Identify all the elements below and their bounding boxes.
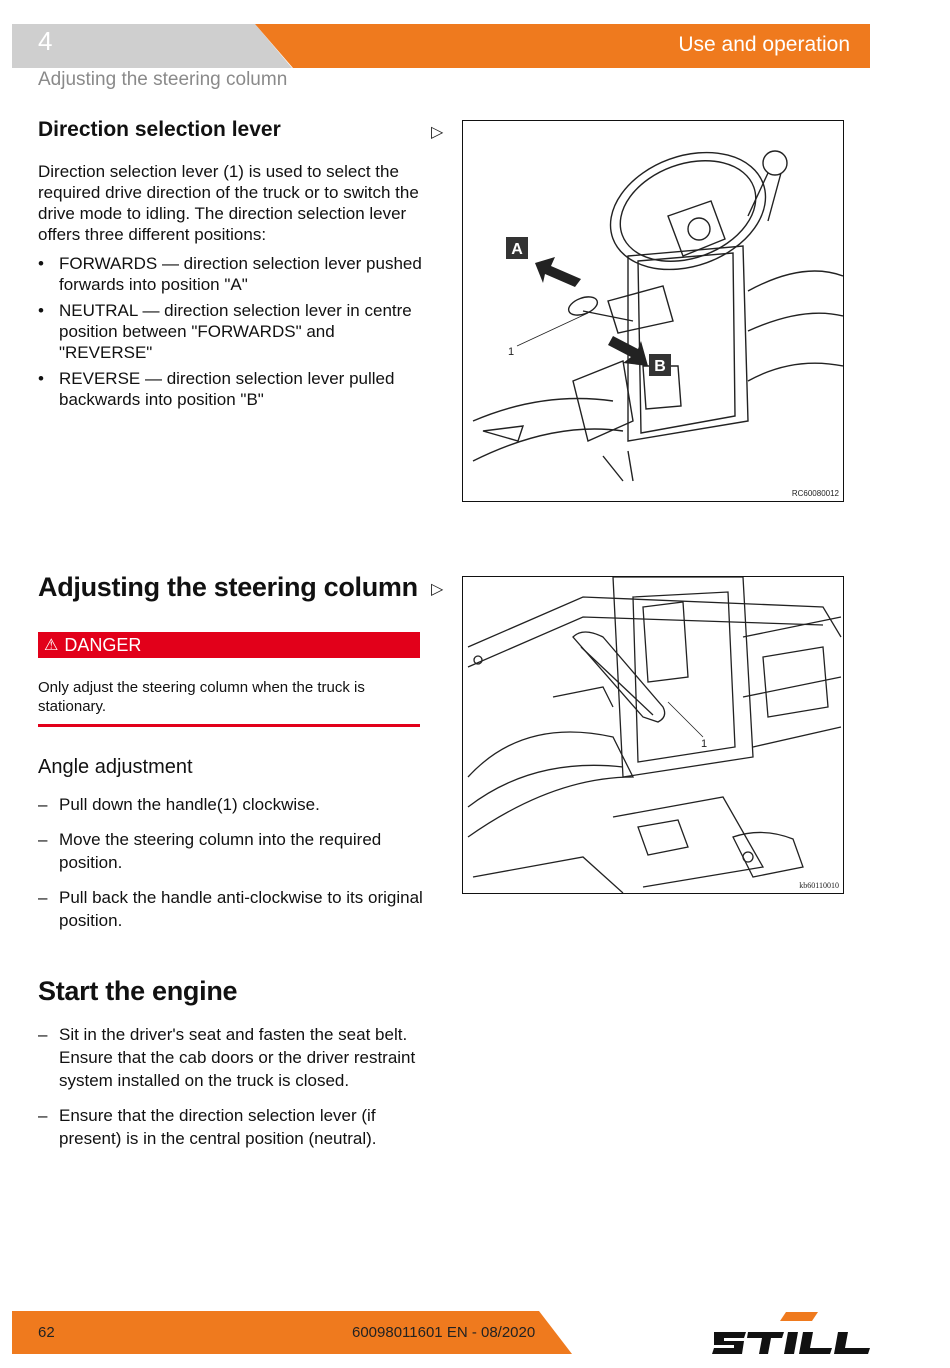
position-term: REVERSE <box>59 369 141 388</box>
figure-direction-lever: A B 1 RC60080012 <box>462 120 844 502</box>
still-logo <box>712 1310 872 1358</box>
running-subtitle: Adjusting the steering column <box>38 69 288 90</box>
lever-callout-number: 1 <box>508 346 514 358</box>
position-b-marker <box>649 354 671 376</box>
position-b-label: B <box>654 358 666 375</box>
steering-column-illustration: 1 <box>467 577 842 893</box>
danger-label: DANGER <box>64 634 142 655</box>
warning-icon: ⚠ <box>44 637 59 654</box>
list-item: –Ensure that the direction selection lev… <box>38 1106 377 1148</box>
list-item: •NEUTRAL — direction selection lever in … <box>38 301 412 362</box>
position-term: FORWARDS <box>59 254 158 273</box>
section-title-start-engine: Start the engine <box>38 976 238 1006</box>
section-title-steering-column: Adjusting the steering column <box>38 572 418 602</box>
still-logo-icon <box>712 1312 870 1354</box>
list-item: •REVERSE — direction selection lever pul… <box>38 369 395 409</box>
position-a-marker <box>506 237 528 259</box>
direction-positions-list: •FORWARDS — direction selection lever pu… <box>38 253 423 415</box>
list-item: –Move the steering column into the requi… <box>38 830 382 872</box>
angle-adjustment-steps: –Pull down the handle(1) clockwise. –Mov… <box>38 793 423 944</box>
document-code: 60098011601 EN - 08/2020 <box>352 1324 536 1341</box>
direction-lever-intro: Direction selection lever (1) is used to… <box>38 162 419 244</box>
figure-code: RC60080012 <box>791 489 839 498</box>
footer-bar <box>12 1311 572 1354</box>
page-number: 62 <box>38 1324 55 1341</box>
position-term: NEUTRAL <box>59 301 138 320</box>
list-item: –Pull down the handle(1) clockwise. <box>38 795 320 814</box>
position-a-label: A <box>511 241 523 258</box>
list-item: •FORWARDS — direction selection lever pu… <box>38 254 422 294</box>
danger-message: Only adjust the steering column when the… <box>38 679 365 715</box>
start-engine-steps: –Sit in the driver's seat and fasten the… <box>38 1023 423 1162</box>
figure-steering-column: 1 kb60110010 <box>462 576 844 894</box>
subheading-angle-adjustment: Angle adjustment <box>38 756 193 778</box>
handle-callout-number: 1 <box>701 738 707 750</box>
header-title-bar <box>255 24 870 68</box>
figure-pointer-icon: ▷ <box>431 581 444 598</box>
figure-pointer-icon: ▷ <box>431 124 444 141</box>
danger-banner: ⚠ DANGER <box>38 632 420 658</box>
list-item: –Pull back the handle anti-clockwise to … <box>38 888 423 930</box>
chapter-title: Use and operation <box>678 33 850 56</box>
list-item: –Sit in the driver's seat and fasten the… <box>38 1025 416 1090</box>
direction-lever-illustration: A B 1 <box>472 150 843 482</box>
header-chapter-tab <box>12 24 292 68</box>
section-title-direction-lever: Direction selection lever <box>38 118 281 141</box>
danger-divider <box>38 724 420 727</box>
chapter-number: 4 <box>38 26 53 56</box>
figure-code: kb60110010 <box>799 881 839 890</box>
